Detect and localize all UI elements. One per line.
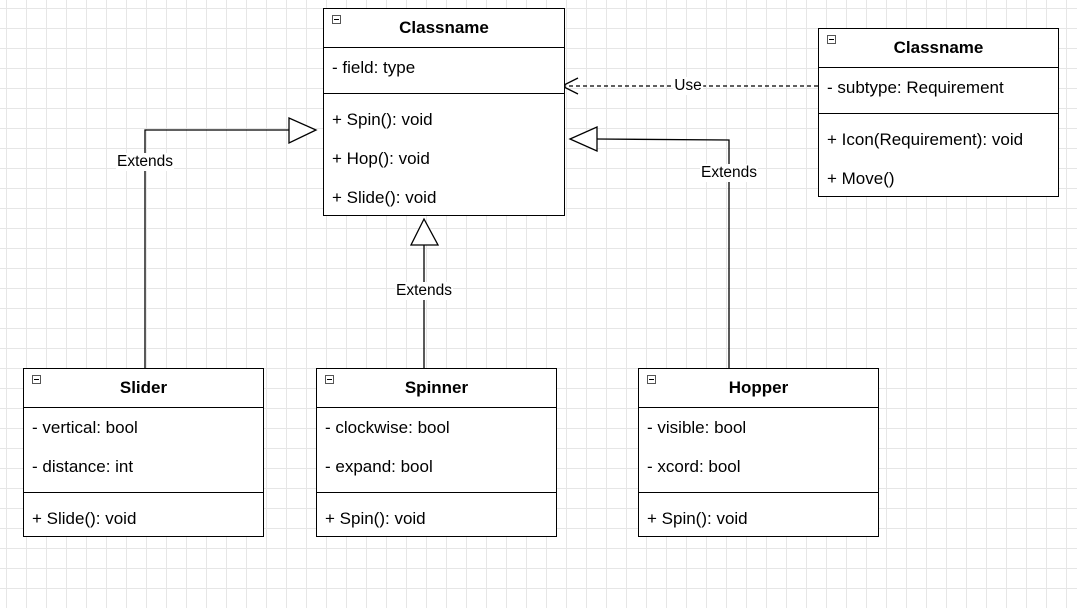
attribute-row: - clockwise: bool	[325, 418, 450, 437]
method-row: + Spin(): void	[325, 509, 426, 528]
attributes-section: - clockwise: bool - expand: bool	[317, 408, 556, 493]
methods-section: + Spin(): void + Hop(): void + Slide(): …	[324, 94, 564, 217]
use-label: Use	[673, 77, 703, 95]
method-row: + Icon(Requirement): void	[827, 130, 1024, 149]
attributes-section: - vertical: bool - distance: int	[24, 408, 263, 493]
attributes-section: - field: type	[324, 48, 564, 94]
class-box-requirement[interactable]: Classname - subtype: Requirement + Icon(…	[818, 28, 1059, 197]
methods-section: + Spin(): void	[639, 493, 878, 538]
collapse-toggle-icon[interactable]	[32, 375, 41, 384]
class-header: Slider	[24, 369, 263, 408]
method-row: + Spin(): void	[647, 509, 748, 528]
hopper-extends-label: Extends	[699, 164, 759, 182]
class-header: Classname	[819, 29, 1058, 68]
attribute-row: - subtype: Requirement	[827, 78, 1004, 97]
collapse-toggle-icon[interactable]	[827, 35, 836, 44]
method-row: + Slide(): void	[32, 509, 137, 528]
attribute-row: - distance: int	[32, 457, 134, 476]
spinner-extends-label: Extends	[394, 282, 454, 300]
class-header: Hopper	[639, 369, 878, 408]
attribute-row: - visible: bool	[647, 418, 747, 437]
slider-extends-edge[interactable]	[144, 129, 289, 368]
class-box-slider[interactable]: Slider - vertical: bool - distance: int …	[23, 368, 264, 537]
class-name: Hopper	[728, 378, 789, 397]
class-header: Spinner	[317, 369, 556, 408]
collapse-toggle-icon[interactable]	[647, 375, 656, 384]
class-header: Classname	[324, 9, 564, 48]
method-row: + Spin(): void	[332, 110, 433, 129]
class-name: Classname	[399, 18, 489, 37]
class-box-base[interactable]: Classname - field: type + Spin(): void +…	[323, 8, 565, 216]
method-row: + Move()	[827, 169, 895, 188]
methods-section: + Icon(Requirement): void + Move()	[819, 114, 1058, 198]
attribute-row: - field: type	[332, 58, 416, 77]
class-name: Slider	[119, 378, 168, 397]
hopper-extends-edge[interactable]	[596, 138, 730, 368]
class-box-spinner[interactable]: Spinner - clockwise: bool - expand: bool…	[316, 368, 557, 537]
class-name: Spinner	[404, 378, 469, 397]
hopper-extends-arrowhead	[568, 125, 598, 153]
collapse-toggle-icon[interactable]	[332, 15, 341, 24]
attribute-row: - expand: bool	[325, 457, 433, 476]
slider-extends-arrowhead	[288, 116, 318, 145]
attributes-section: - visible: bool - xcord: bool	[639, 408, 878, 493]
methods-section: + Spin(): void	[317, 493, 556, 538]
class-box-hopper[interactable]: Hopper - visible: bool - xcord: bool + S…	[638, 368, 879, 537]
attributes-section: - subtype: Requirement	[819, 68, 1058, 114]
method-row: + Hop(): void	[332, 149, 430, 168]
method-row: + Slide(): void	[332, 188, 437, 207]
methods-section: + Slide(): void	[24, 493, 263, 538]
attribute-row: - vertical: bool	[32, 418, 138, 437]
attribute-row: - xcord: bool	[647, 457, 741, 476]
slider-extends-label: Extends	[115, 153, 175, 171]
class-name: Classname	[893, 38, 984, 57]
spinner-extends-arrowhead	[409, 217, 440, 246]
collapse-toggle-icon[interactable]	[325, 375, 334, 384]
